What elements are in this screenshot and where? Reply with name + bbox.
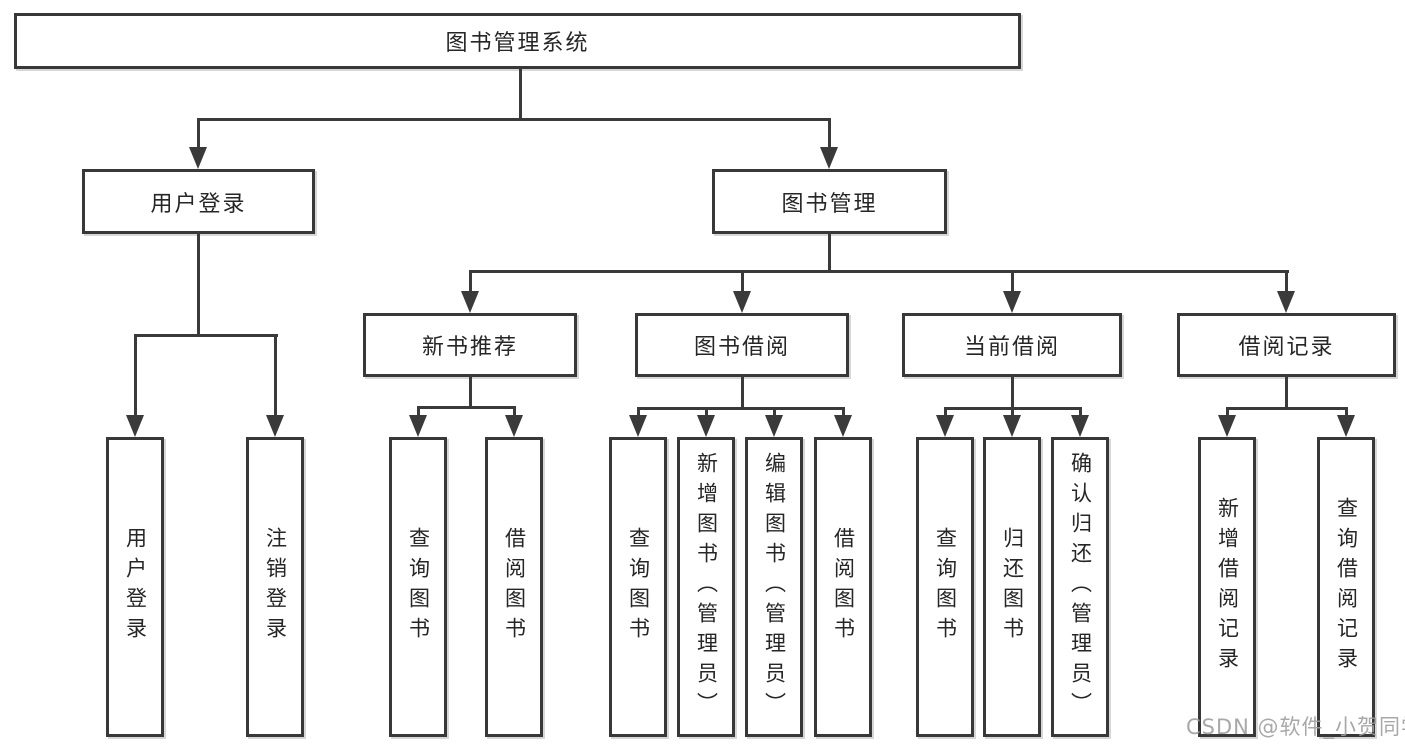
leaf-logout: 注销登录 [246, 437, 304, 737]
arrowhead-cb-confirm [1071, 415, 1089, 437]
arrowhead-logout-leaf [266, 415, 284, 437]
arrowhead-new-books [461, 291, 479, 313]
arrowhead-user-login [189, 147, 207, 169]
csdn-watermark: CSDN @软件_小贺同学 [1186, 715, 1405, 739]
connector-drop-new-books [469, 271, 472, 293]
connector-drop-book-management [828, 119, 831, 149]
node-user-login: 用户登录 [82, 169, 315, 234]
connector-root-branch [197, 118, 831, 121]
connector-book-borrow-branch [637, 407, 845, 410]
arrowhead-bb-query [629, 415, 647, 437]
leaf-bb-query-books: 查询图书 [609, 437, 667, 737]
connector-drop-bb-borrow [842, 407, 845, 417]
connector-borrow-records-stem [1285, 374, 1288, 409]
leaf-br-add-record: 新增借阅记录 [1198, 437, 1256, 737]
arrowhead-br-add [1218, 415, 1236, 437]
connector-user-login-stem [197, 232, 200, 336]
arrowhead-bb-add [697, 415, 715, 437]
connector-drop-bb-edit [773, 407, 776, 417]
connector-root-stem [519, 69, 522, 120]
leaf-bb-borrow-books: 借阅图书 [814, 437, 872, 737]
connector-drop-br-add [1226, 407, 1229, 417]
node-book-borrow: 图书借阅 [635, 313, 849, 377]
connector-book-borrow-stem [741, 374, 744, 409]
node-current-borrow: 当前借阅 [902, 313, 1122, 377]
node-borrow-records: 借阅记录 [1177, 313, 1396, 377]
connector-drop-login-leaf [134, 334, 137, 417]
connector-current-borrow-stem [1011, 374, 1014, 409]
connector-book-management-branch [469, 270, 1289, 273]
node-new-book-recommend: 新书推荐 [363, 313, 577, 377]
arrowhead-current-borrow [1003, 291, 1021, 313]
leaf-cb-confirm-return-admin: 确认归还（管理员） [1051, 437, 1109, 737]
connector-drop-cb-return [1011, 407, 1014, 417]
arrowhead-borrow-records [1277, 291, 1295, 313]
leaf-nb-query-books: 查询图书 [389, 437, 447, 737]
connector-drop-cb-confirm [1079, 407, 1082, 417]
connector-new-books-branch [417, 406, 516, 409]
connector-drop-bb-add [705, 407, 708, 417]
connector-drop-cb-query [944, 407, 947, 417]
arrowhead-cb-return [1003, 415, 1021, 437]
arrowhead-nb-borrow [505, 415, 523, 437]
arrowhead-cb-query [936, 415, 954, 437]
connector-drop-borrow-records [1285, 271, 1288, 293]
leaf-cb-return-books: 归还图书 [983, 437, 1041, 737]
connector-borrow-records-branch [1226, 407, 1348, 410]
arrowhead-book-borrow [733, 291, 751, 313]
arrowhead-bb-edit [765, 415, 783, 437]
connector-drop-logout-leaf [274, 334, 277, 417]
connector-drop-nb-query [417, 406, 420, 417]
leaf-nb-borrow-books: 借阅图书 [485, 437, 543, 737]
connector-drop-bb-query [637, 407, 640, 417]
node-book-management: 图书管理 [712, 169, 947, 234]
connector-new-books-stem [469, 374, 472, 409]
connector-user-login-branch [134, 334, 278, 337]
arrowhead-login-leaf [126, 415, 144, 437]
connector-drop-br-query [1345, 407, 1348, 417]
node-library-management-system: 图书管理系统 [14, 13, 1021, 69]
leaf-br-query-record: 查询借阅记录 [1317, 437, 1375, 737]
leaf-bb-edit-books-admin: 编辑图书（管理员） [745, 437, 803, 737]
connector-drop-nb-borrow [513, 406, 516, 417]
connector-drop-current-borrow [1011, 271, 1014, 293]
leaf-user-login: 用户登录 [106, 437, 164, 737]
connector-drop-user-login [197, 119, 200, 149]
arrowhead-nb-query [409, 415, 427, 437]
arrowhead-book-management [820, 147, 838, 169]
arrowhead-bb-borrow [834, 415, 852, 437]
connector-drop-book-borrow [741, 271, 744, 293]
leaf-cb-query-books: 查询图书 [916, 437, 974, 737]
connector-book-management-stem [828, 232, 831, 273]
leaf-bb-add-books-admin: 新增图书（管理员） [677, 437, 735, 737]
arrowhead-br-query [1337, 415, 1355, 437]
